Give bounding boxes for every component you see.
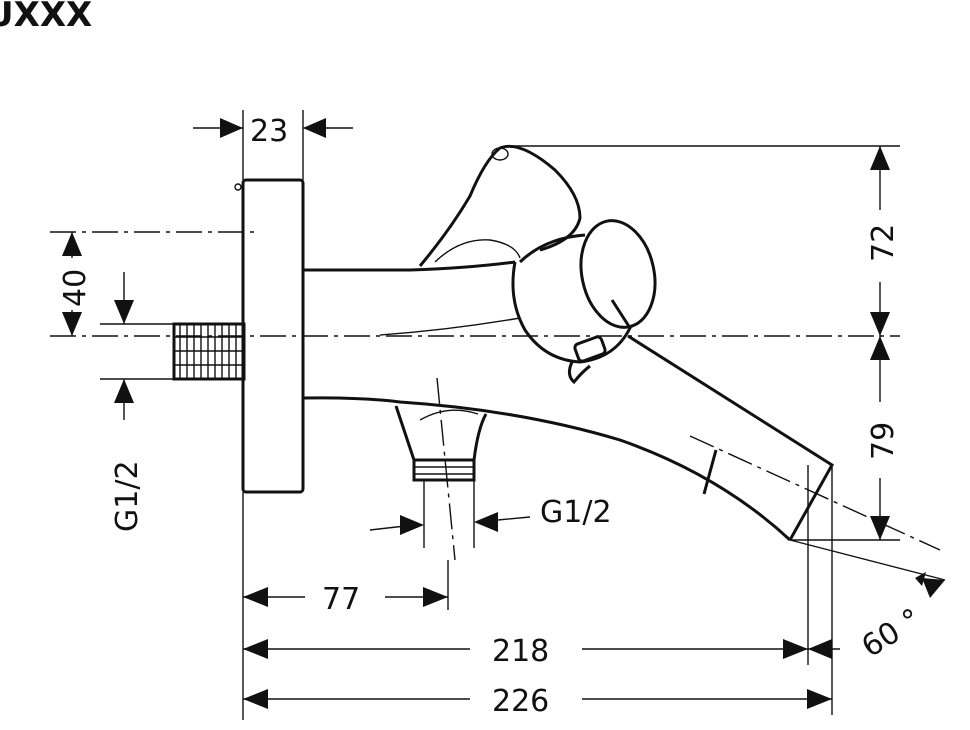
dimension-72-label: 72 xyxy=(866,224,901,262)
diverter-button xyxy=(567,335,607,385)
dimension-218: 218 xyxy=(243,634,840,669)
dimension-77: 77 xyxy=(243,582,448,617)
dimension-226-label: 226 xyxy=(492,684,549,719)
dimension-79: 79 xyxy=(866,336,901,540)
center-lines xyxy=(50,231,941,561)
dimension-40: 40 xyxy=(58,232,93,336)
dimension-23: 23 xyxy=(193,114,353,149)
dimension-226: 226 xyxy=(243,684,832,719)
mixer-body xyxy=(302,260,792,542)
dimension-79-label: 79 xyxy=(866,422,901,460)
dimension-72: 72 xyxy=(866,146,901,336)
dimension-40-label: 40 xyxy=(58,269,93,307)
outlet-thread-label: G1/2 xyxy=(540,495,612,530)
dimension-inlet-thread: G1/2 xyxy=(110,272,145,532)
inlet-thread-label: G1/2 xyxy=(110,460,145,532)
dimension-23-label: 23 xyxy=(250,114,288,149)
extension-lines xyxy=(100,110,946,720)
dimension-outlet-thread: G1/2 xyxy=(400,495,612,535)
spout xyxy=(627,334,835,541)
control-knob xyxy=(511,219,657,364)
logo-text: UXXX xyxy=(0,0,92,35)
angle-label: 60 ° xyxy=(856,602,928,665)
lever-handle xyxy=(418,144,582,267)
dimension-218-label: 218 xyxy=(492,634,549,669)
threaded-connector xyxy=(172,322,246,381)
bottom-outlet xyxy=(394,405,488,482)
dimension-angle: 60 ° xyxy=(856,572,945,665)
dimension-77-label: 77 xyxy=(322,582,360,617)
